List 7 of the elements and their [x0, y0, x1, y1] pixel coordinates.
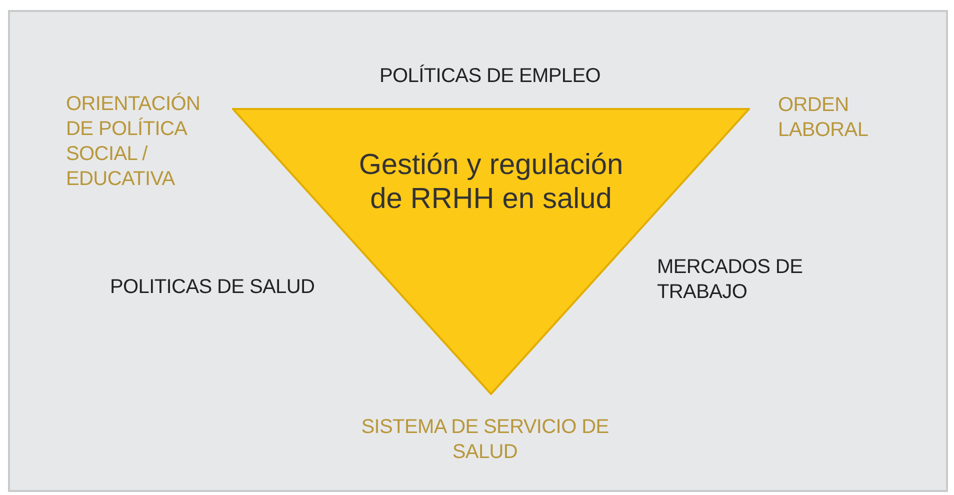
corner-label: ORDEN LABORAL: [778, 93, 870, 143]
side-label: MERCADOS DE TRABAJO: [657, 255, 804, 305]
side-label: POLITICAS DE SALUD: [110, 275, 316, 300]
triangle-title: Gestión y regulación de RRHH en salud: [358, 148, 624, 216]
side-label: POLÍTICAS DE EMPLEO: [378, 64, 602, 89]
corner-label: ORIENTACIÓN DE POLÍTICA SOCIAL / EDUCATIVA: [66, 92, 202, 192]
corner-label: SISTEMA DE SERVICIO DE SALUD: [360, 415, 610, 465]
